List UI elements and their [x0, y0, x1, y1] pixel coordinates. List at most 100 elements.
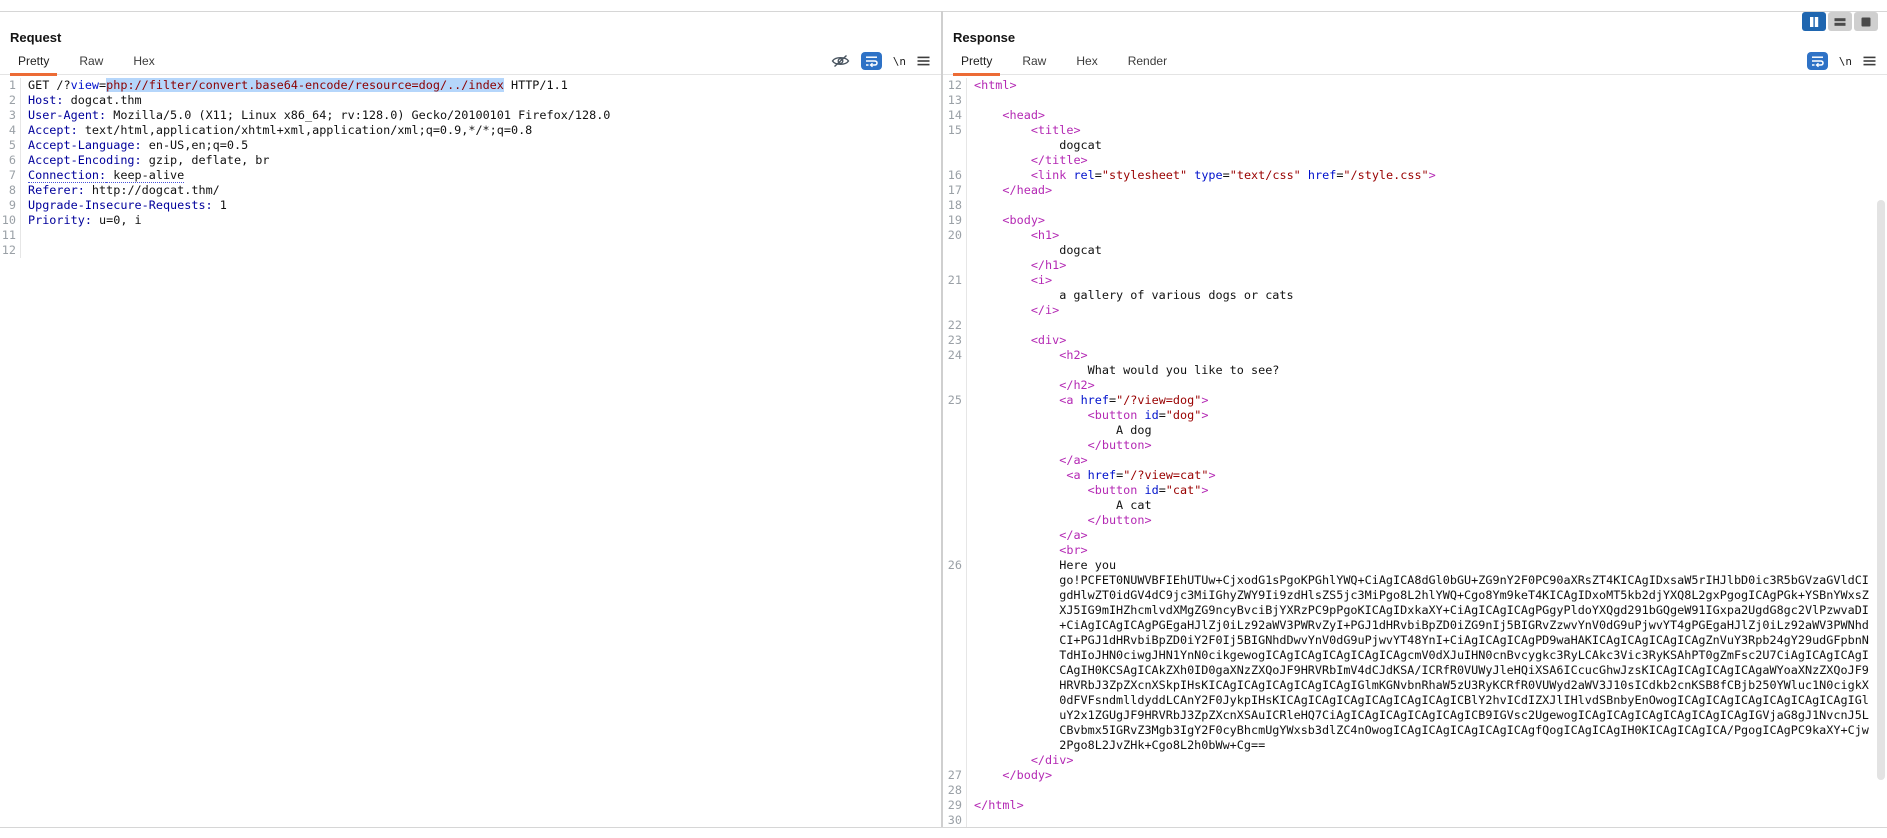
code-line[interactable]: XJ5IG9mIHZhcmlvdXMgZG9ncyBvciBjYXRzPC9pP…	[943, 603, 1887, 618]
line-number	[943, 753, 967, 768]
code-line[interactable]: <br>	[943, 543, 1887, 558]
code-line[interactable]: <button id="cat">	[943, 483, 1887, 498]
layout-switcher	[1802, 12, 1878, 31]
code-line[interactable]: 28	[943, 783, 1887, 798]
code-line[interactable]: 29</html>	[943, 798, 1887, 813]
code-line[interactable]: CI+PGJ1dHRvbiBpZD0iY2F0Ij5BIGNhdDwvYnV0d…	[943, 633, 1887, 648]
code-text: Host: dogcat.thm	[28, 93, 142, 107]
newline-toggle-icon[interactable]: \n	[1838, 54, 1852, 68]
rows-layout-icon	[1833, 16, 1847, 28]
code-line[interactable]: 22	[943, 318, 1887, 333]
code-line[interactable]: </div>	[943, 753, 1887, 768]
columns-layout-button[interactable]	[1802, 12, 1826, 31]
tab-raw[interactable]: Raw	[79, 54, 104, 68]
hide-nonprintable-eye-icon[interactable]	[831, 53, 850, 69]
code-line[interactable]: 30	[943, 813, 1887, 827]
code-line[interactable]: go!PCFET0NUWVBFIEhUTUw+CjxodG1sPgoKPGhlY…	[943, 573, 1887, 588]
code-line[interactable]: </title>	[943, 153, 1887, 168]
line-number	[943, 528, 967, 543]
response-menu-icon[interactable]	[1863, 55, 1876, 67]
code-line[interactable]: What would you like to see?	[943, 363, 1887, 378]
tab-render[interactable]: Render	[1127, 54, 1168, 68]
line-number	[943, 588, 967, 603]
code-line[interactable]: a gallery of various dogs or cats	[943, 288, 1887, 303]
code-line[interactable]: 12	[0, 243, 941, 258]
line-number	[943, 723, 967, 738]
code-line[interactable]: CBvbmx5IGRvZ3Mgb3IgY2F0cyBhcmUgYWxsb3dlZ…	[943, 723, 1887, 738]
line-number: 4	[0, 123, 21, 138]
code-line[interactable]: 18	[943, 198, 1887, 213]
response-scrollbar-thumb[interactable]	[1877, 200, 1885, 780]
code-line[interactable]: </h1>	[943, 258, 1887, 273]
rows-layout-button[interactable]	[1828, 12, 1852, 31]
request-menu-icon[interactable]	[917, 55, 930, 67]
code-text	[21, 228, 28, 243]
code-line[interactable]: 17 </head>	[943, 183, 1887, 198]
code-text: Upgrade-Insecure-Requests: 1	[28, 198, 227, 212]
wrap-lines-icon[interactable]	[1806, 52, 1828, 70]
code-line[interactable]: 12<html>	[943, 78, 1887, 93]
code-line[interactable]: 16 <link rel="stylesheet" type="text/css…	[943, 168, 1887, 183]
code-line[interactable]: 19 <body>	[943, 213, 1887, 228]
code-line[interactable]: </i>	[943, 303, 1887, 318]
code-line[interactable]: 25 <a href="/?view=dog">	[943, 393, 1887, 408]
code-line[interactable]: dogcat	[943, 243, 1887, 258]
code-line[interactable]: uY2x1ZGUgJF9HRVRbJ3ZpZXcnXSAuICRleHQ7CiA…	[943, 708, 1887, 723]
code-line[interactable]: 20 <h1>	[943, 228, 1887, 243]
code-line[interactable]: A dog	[943, 423, 1887, 438]
code-line[interactable]: 15 <title>	[943, 123, 1887, 138]
code-line[interactable]: TdHIoJHN0ciwgJHN1YnN0cikgewogICAgICAgICA…	[943, 648, 1887, 663]
tab-hex[interactable]: Hex	[133, 54, 155, 68]
wrap-lines-icon[interactable]	[860, 52, 882, 70]
code-line[interactable]: 0dFVFsndmlldyddLCAnY2F0JykpIHsKICAgICAgI…	[943, 693, 1887, 708]
code-text: Referer: http://dogcat.thm/	[28, 183, 220, 197]
code-line[interactable]: </h2>	[943, 378, 1887, 393]
tab-raw[interactable]: Raw	[1022, 54, 1047, 68]
code-line[interactable]: 27 </body>	[943, 768, 1887, 783]
code-line[interactable]: dogcat	[943, 138, 1887, 153]
tab-hex[interactable]: Hex	[1076, 54, 1098, 68]
code-line[interactable]: </a>	[943, 453, 1887, 468]
panel-splitter[interactable]	[941, 11, 943, 827]
line-number: 28	[943, 783, 967, 798]
line-number	[943, 438, 967, 453]
code-line[interactable]: A cat	[943, 498, 1887, 513]
code-line[interactable]: <button id="dog">	[943, 408, 1887, 423]
code-line[interactable]: CAgIH0KCSAgICAkZXh0ID0gaXNzZXQoJF9HRVRbI…	[943, 663, 1887, 678]
code-line[interactable]: 2Pgo8L2JvZHk+Cgo8L2h0bWw+Cg==	[943, 738, 1887, 753]
newline-toggle-icon[interactable]: \n	[892, 54, 906, 68]
code-line[interactable]: gdHlwZT0idGV4dC9jc3MiIGhyZWY9Ii9zdHlsZS5…	[943, 588, 1887, 603]
code-line[interactable]: </button>	[943, 438, 1887, 453]
tab-pretty[interactable]: Pretty	[953, 54, 1001, 76]
code-line[interactable]: 23 <div>	[943, 333, 1887, 348]
code-line[interactable]: </button>	[943, 513, 1887, 528]
line-number	[943, 603, 967, 618]
code-text	[967, 198, 974, 213]
tab-pretty[interactable]: Pretty	[10, 54, 58, 76]
code-line[interactable]: </a>	[943, 528, 1887, 543]
code-line[interactable]: 11	[0, 228, 941, 243]
code-line[interactable]: 24 <h2>	[943, 348, 1887, 363]
line-number: 20	[943, 228, 967, 243]
code-line[interactable]: +CiAgICAgICAgPGEgaHJlZj0iLz92aWV3PWRvZyI…	[943, 618, 1887, 633]
code-line[interactable]: 26 Here you	[943, 558, 1887, 573]
single-layout-button[interactable]	[1854, 12, 1878, 31]
code-line[interactable]: <a href="/?view=cat">	[943, 468, 1887, 483]
code-line[interactable]: HRVRbJ3ZpZXcnXSkpIHsKICAgICAgICAgICAgICA…	[943, 678, 1887, 693]
code-line[interactable]: 13	[943, 93, 1887, 108]
code-line[interactable]: 21 <i>	[943, 273, 1887, 288]
code-text: </head>	[1002, 183, 1053, 197]
code-line[interactable]: 14 <head>	[943, 108, 1887, 123]
